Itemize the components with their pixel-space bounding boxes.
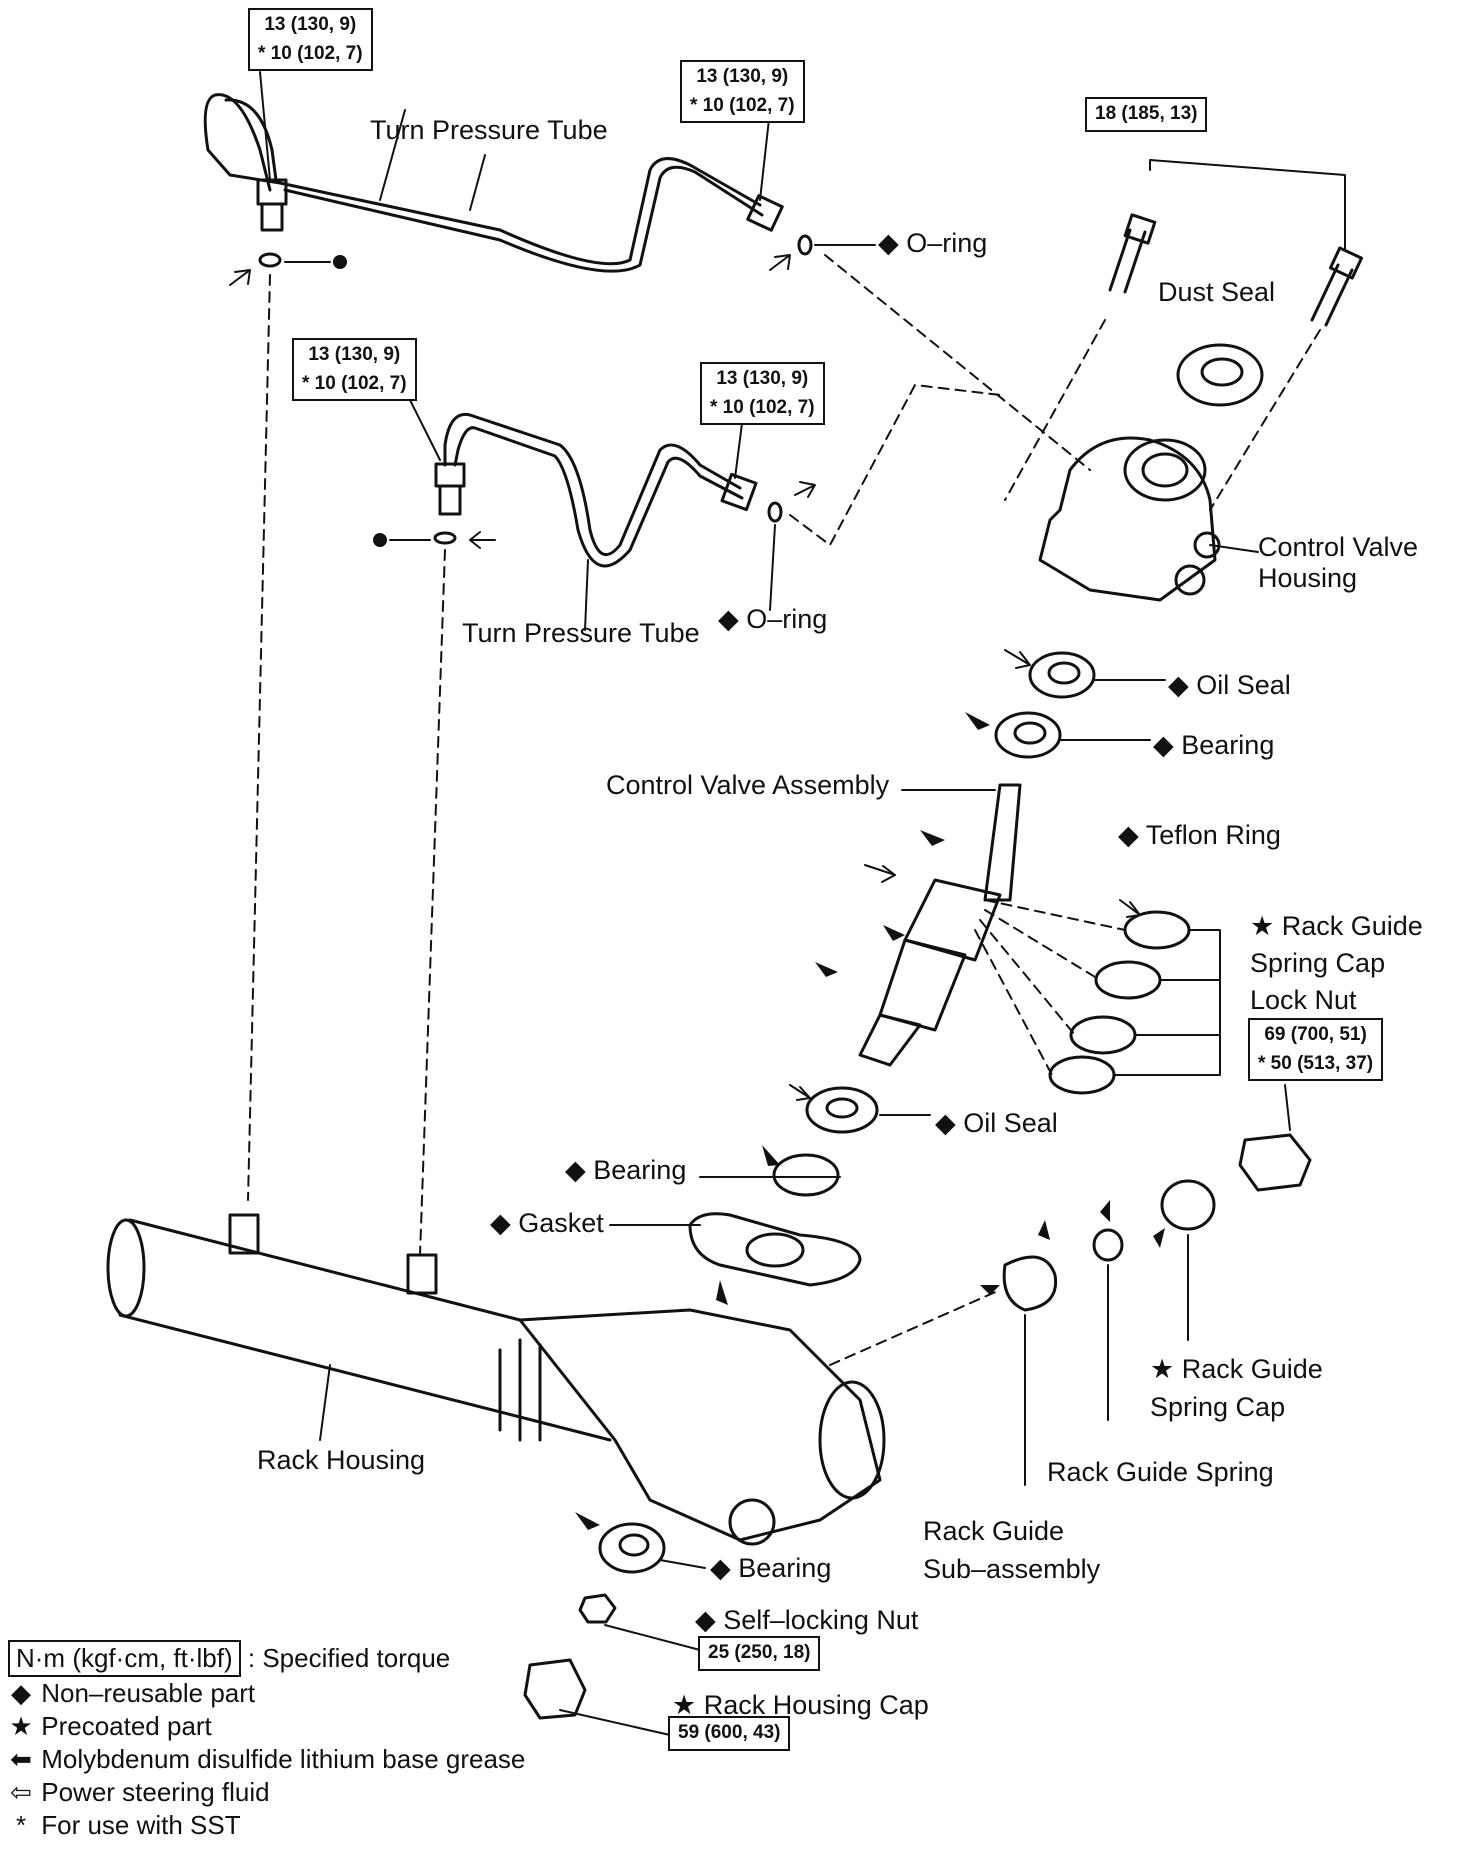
label-o-ring-lower: ◆ O–ring [718,604,828,634]
rack-guide-sub-assembly-icon [1002,1255,1058,1312]
legend-text: Power steering fluid [41,1777,270,1807]
solid-arrow-icon: ⬅ [10,1744,32,1774]
outline-arrow-icon: ⇦ [10,1777,32,1807]
label-teflon-ring: ◆ Teflon Ring [1118,820,1281,850]
legend-row-non-reusable: ◆ Non–reusable part [8,1677,525,1710]
label-oil-seal-lower: ◆ Oil Seal [935,1108,1058,1138]
legend-row-psf: ⇦ Power steering fluid [8,1776,525,1809]
torque-self-locking-nut: 25 (250, 18) [698,1636,821,1671]
rack-housing-cap-icon [523,1658,587,1720]
label-bearing-upper: ◆ Bearing [1153,730,1275,760]
gasket-icon [688,1212,862,1287]
label-bearing-lower: ◆ Bearing [710,1553,832,1583]
control-valve-housing-icon [1038,436,1221,602]
label-line: Spring Cap [1250,948,1386,978]
legend: N·m (kgf·cm, ft·lbf) : Specified torque … [8,1640,525,1842]
o-ring-icon [433,531,457,545]
torque-value-sst: * 10 (102, 7) [710,396,815,418]
label-self-locking-nut: ◆ Self–locking Nut [695,1605,919,1635]
teflon-rings-icon [1048,910,1221,1095]
assembly-guide-lines [247,254,1321,1366]
asterisk-icon: * [15,1810,27,1840]
legend-text: Molybdenum disulfide lithium base grease [41,1744,526,1774]
torque-value-sst: * 10 (102, 7) [302,372,407,394]
diamond-icon: ◆ [11,1678,31,1708]
o-ring-icon [797,234,813,256]
label-line: Spring Cap [1150,1392,1286,1422]
label-line: Lock Nut [1250,985,1357,1015]
star-icon: ★ [9,1711,33,1741]
label-bearing-mid: ◆ Bearing [565,1155,687,1185]
control-valve-assembly-icon [858,783,1022,1067]
label-line: ★ Rack Guide [1150,1354,1323,1384]
label-oil-seal-upper: ◆ Oil Seal [1168,670,1291,700]
label-control-valve-housing: Control Valve Housing [1258,532,1418,594]
torque-value-sst: * 50 (513, 37) [1258,1052,1374,1074]
rack-housing-icon [106,1213,886,1546]
torque-top-right: 13 (130, 9) * 10 (102, 7) [680,60,805,123]
label-turn-pressure-tube-lower: Turn Pressure Tube [462,618,700,648]
turn-pressure-tube-upper [203,93,813,273]
legend-unit-box: N·m (kgf·cm, ft·lbf) [8,1640,241,1677]
label-control-valve-assembly: Control Valve Assembly [606,770,890,800]
legend-text: Non–reusable part [41,1678,256,1708]
bearing-upper-icon [994,711,1062,759]
label-rack-guide-sub-assembly: Rack Guide Sub–assembly [923,1512,1100,1588]
torque-mid-right: 13 (130, 9) * 10 (102, 7) [700,362,825,425]
label-rack-housing-cap: ★ Rack Housing Cap [672,1690,929,1720]
o-ring-icon [258,252,282,268]
bearing-mid-icon [772,1153,840,1197]
legend-row-moly: ⬅ Molybdenum disulfide lithium base grea… [8,1743,525,1776]
label-line: Control Valve [1258,532,1419,562]
housing-bolts [1108,159,1364,327]
torque-mid-left: 13 (130, 9) * 10 (102, 7) [292,338,417,401]
lubrication-arrows [229,254,1141,1101]
torque-lock-nut: 69 (700, 51) * 50 (513, 37) [1248,1018,1384,1081]
oil-seal-upper-icon [1028,651,1096,699]
torque-rack-housing-cap: 59 (600, 43) [668,1716,791,1751]
label-o-ring-upper: ◆ O–ring [878,228,988,258]
label-line: Housing [1258,563,1358,594]
non-reusable-icon [333,255,347,269]
oil-seal-lower-icon [805,1086,879,1134]
label-gasket: ◆ Gasket [490,1208,604,1238]
label-dust-seal: Dust Seal [1158,277,1276,307]
turn-pressure-tube-lower [433,412,783,568]
dust-seal-icon [1176,343,1264,407]
legend-row-torque: N·m (kgf·cm, ft·lbf) : Specified torque [8,1640,525,1677]
torque-housing-bolt: 18 (185, 13) [1085,97,1208,132]
rack-guide-spring-icon [1092,1228,1124,1262]
legend-text: Precoated part [41,1711,212,1741]
label-turn-pressure-tube-upper: Turn Pressure Tube [370,115,608,145]
label-rack-housing: Rack Housing [257,1445,426,1475]
label-line: Rack Guide [923,1516,1065,1546]
torque-value: 13 (130, 9) [308,344,401,365]
legend-text: For use with SST [41,1810,241,1840]
lock-nut-icon [1238,1133,1312,1192]
torque-value: 13 (130, 9) [696,66,789,87]
label-line: Sub–assembly [923,1554,1101,1584]
torque-value: 69 (700, 51) [1264,1024,1367,1045]
label-rack-guide-spring-cap: ★ Rack Guide Spring Cap [1150,1350,1323,1426]
torque-top-left: 13 (130, 9) * 10 (102, 7) [248,8,373,71]
legend-row-precoated: ★ Precoated part [8,1710,525,1743]
torque-value-sst: * 10 (102, 7) [258,42,363,64]
torque-value-sst: * 10 (102, 7) [690,94,795,116]
grease-arrows [575,712,1165,1530]
label-rack-guide-spring: Rack Guide Spring [1047,1457,1274,1487]
legend-unit-desc: : Specified torque [247,1643,451,1673]
torque-value: 13 (130, 9) [716,368,809,389]
legend-row-sst: * For use with SST [8,1809,525,1842]
self-locking-nut-icon [578,1593,617,1624]
non-reusable-icon [373,533,387,547]
bearing-lower-icon [598,1522,666,1574]
torque-value: 13 (130, 9) [264,14,357,35]
rack-guide-spring-cap-icon [1160,1179,1216,1231]
o-ring-icon [767,501,783,523]
label-line: ★ Rack Guide [1250,911,1423,941]
label-rack-guide-lock-nut: ★ Rack Guide Spring Cap Lock Nut [1250,908,1423,1019]
